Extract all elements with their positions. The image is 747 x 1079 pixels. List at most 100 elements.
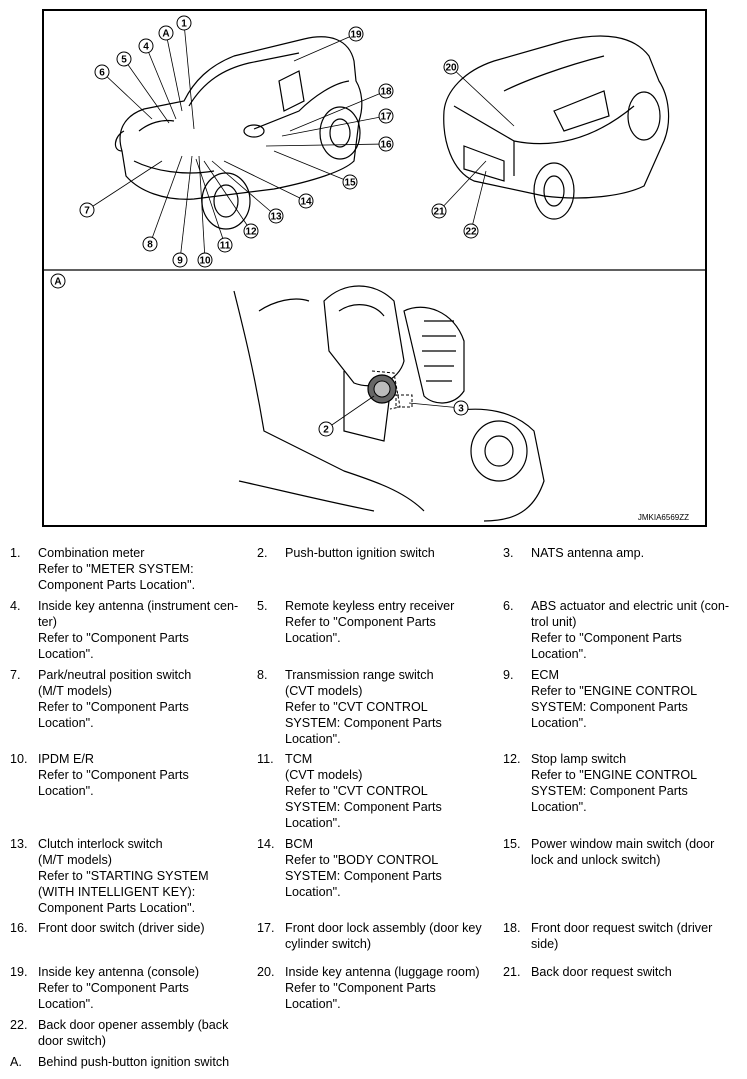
callout-a-leader [165,32,183,112]
callout-6-leader [101,71,153,120]
detail-callout-a: A [54,277,61,288]
legend-item-number: 2. [257,546,268,560]
legend-item-number: 18. [503,921,521,935]
legend-item-text: Power window main switch (door lock and … [531,837,715,867]
callout-4: 4 [143,42,149,53]
callout-20-leader [450,66,515,127]
callout-16-leader [265,143,387,147]
callout-21: 21 [433,207,445,218]
callout-17-circle [378,108,394,124]
callout-14-circle [298,193,314,209]
callout-19: 19 [350,30,362,41]
callout-18-circle [378,83,394,99]
legend-item-text: ABS actuator and electric unit (con- tro… [531,599,730,661]
legend-item-text: Front door request switch (driver side) [531,921,713,951]
callout-18: 18 [380,87,392,98]
legend-item-number: 4. [10,599,21,613]
callout-16: 16 [380,140,392,151]
legend-item-number: 6. [503,599,514,613]
callout-10: 10 [199,256,211,267]
callout-22: 22 [465,227,477,238]
legend-item-number: 12. [503,752,521,766]
callout-15-circle [342,174,358,190]
callout-9-circle [172,252,188,268]
legend-item-number: 13. [10,837,28,851]
detail-callout-3: 3 [458,404,464,415]
legend-item-text: Front door switch (driver side) [38,921,205,935]
callout-12-circle [243,223,259,239]
callout-22-circle [463,223,479,239]
legend-item-text: ECM Refer to "ENGINE CONTROL SYSTEM: Com… [531,668,698,730]
legend-item-text: Push-button ignition switch [285,546,435,560]
legend-item-text: BCM Refer to "BODY CONTROL SYSTEM: Compo… [285,837,442,899]
callout-6-circle [94,64,110,80]
callout-19-circle [348,26,364,42]
callout-12: 12 [245,227,257,238]
legend-item-text: Park/neutral position switch (M/T models… [38,668,192,730]
legend-item-text: Behind push-button ignition switch [38,1055,230,1069]
legend-item-number: 16. [10,921,28,935]
legend-item-text: TCM (CVT models) Refer to "CVT CONTROL S… [285,752,442,830]
callout-a: A [162,29,169,40]
callout-7: 7 [84,206,90,217]
legend-item-number: 1. [10,546,21,560]
callout-15: 15 [344,178,356,189]
callout-12-leader [203,160,252,232]
legend-item-text: Back door opener assembly (back door swi… [38,1018,229,1048]
detail-callout-2: 2 [323,425,329,436]
detail-callout-3-circle [453,400,469,416]
legend-item-number: 15. [503,837,521,851]
callout-8: 8 [147,240,153,251]
callout-10-circle [197,252,213,268]
callout-11: 11 [220,241,231,252]
callout-21-leader [438,160,487,212]
callout-6: 6 [99,68,105,79]
legend-item-number: 17. [257,921,275,935]
legend-item-number: 8. [257,668,268,682]
callout-5-circle [116,51,132,67]
legend-item-number: 14. [257,837,275,851]
callout-1-circle [176,15,192,31]
legend-item-number: 7. [10,668,21,682]
legend-item-number: 5. [257,599,268,613]
callout-a-circle [158,25,174,41]
legend-item-number: 21. [503,965,521,979]
callout-20: 20 [445,63,457,74]
callout-13-circle [268,208,284,224]
callout-7-circle [79,202,95,218]
callout-22-leader [470,170,487,232]
detail-callout-a-circle [50,273,66,289]
detail-a-drawing [233,285,545,522]
detail-callout-2-leader [325,395,375,430]
callout-10-leader [198,155,206,261]
callout-9: 9 [177,256,183,267]
legend-item-text: Clutch interlock switch (M/T models) Ref… [38,837,209,915]
callout-9-leader [179,155,193,261]
legend-item-text: Stop lamp switch Refer to "ENGINE CONTRO… [531,752,698,814]
legend-item-text: Remote keyless entry receiver Refer to "… [285,599,455,645]
callout-11-leader [195,158,226,246]
legend-item-text: NATS antenna amp. [531,546,645,560]
callout-19-leader [293,33,357,62]
callout-18-leader [289,90,387,132]
legend-item-number: 19. [10,965,28,979]
legend-item-text: Back door request switch [531,965,672,979]
callout-11-circle [217,237,233,253]
nats-antenna-box [395,394,413,408]
callout-4-circle [138,38,154,54]
callout-8-circle [142,236,158,252]
legend-item-number: 3. [503,546,514,560]
nats-antenna-outline [371,370,401,410]
detail-callout-2-circle [318,421,334,437]
legend-item-text: Inside key antenna (instrument cen- ter)… [38,599,239,661]
legend-item-number: 22. [10,1018,28,1032]
callout-17-leader [281,115,387,137]
legend-item-text: Inside key antenna (luggage room) Refer … [285,965,480,1011]
figure-code: JMKIA6569ZZ [637,513,689,522]
ignition-switch-knob [373,380,391,398]
callout-13-leader [211,160,277,217]
callout-14-leader [223,160,307,202]
